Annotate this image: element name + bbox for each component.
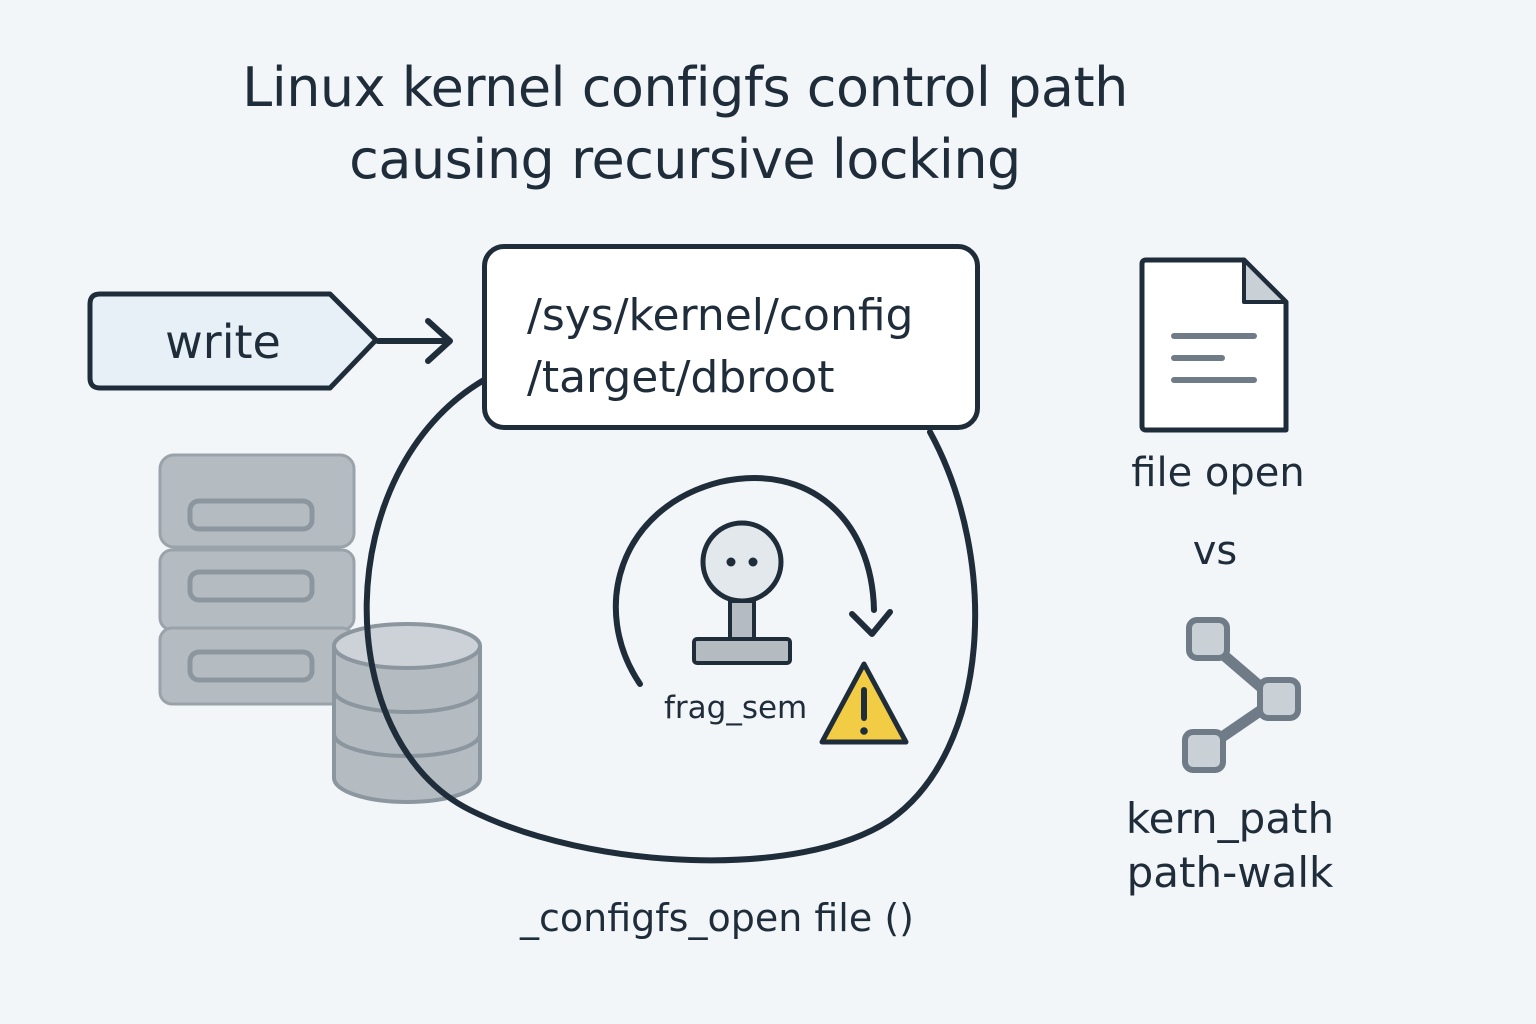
write-tag-label: write — [165, 315, 281, 369]
server-stack-icon — [158, 453, 356, 706]
config-path-line-1: /sys/kernel/config — [527, 290, 914, 341]
function-label: _configfs_open file () — [520, 896, 914, 940]
config-path-box: /sys/kernel/config /target/dbroot — [482, 244, 980, 430]
kern-path-line-1: kern_path — [1125, 794, 1335, 843]
diagram-title-line-1: Linux kernel configfs control path — [242, 56, 1128, 119]
kern-path-label: kern_path path-walk — [1110, 792, 1350, 900]
diagram-title-line-2: causing recursive locking — [349, 128, 1021, 191]
kern-path-line-2: path-walk — [1126, 848, 1334, 897]
warning-icon — [819, 661, 909, 745]
path-graph-icon — [1182, 617, 1301, 773]
write-tag-shape — [87, 291, 379, 391]
config-path-line-2: /target/dbroot — [527, 352, 835, 403]
lock-label: frag_sem — [664, 690, 808, 726]
file-open-label: file open — [1131, 450, 1305, 496]
vs-label: vs — [1192, 528, 1238, 574]
file-document-icon — [1139, 257, 1289, 433]
recursion-loop-circle — [363, 377, 979, 864]
recursion-arrow — [612, 475, 893, 687]
lock-key-icon — [692, 520, 792, 665]
write-arrow — [375, 318, 453, 364]
database-icon — [332, 622, 482, 804]
